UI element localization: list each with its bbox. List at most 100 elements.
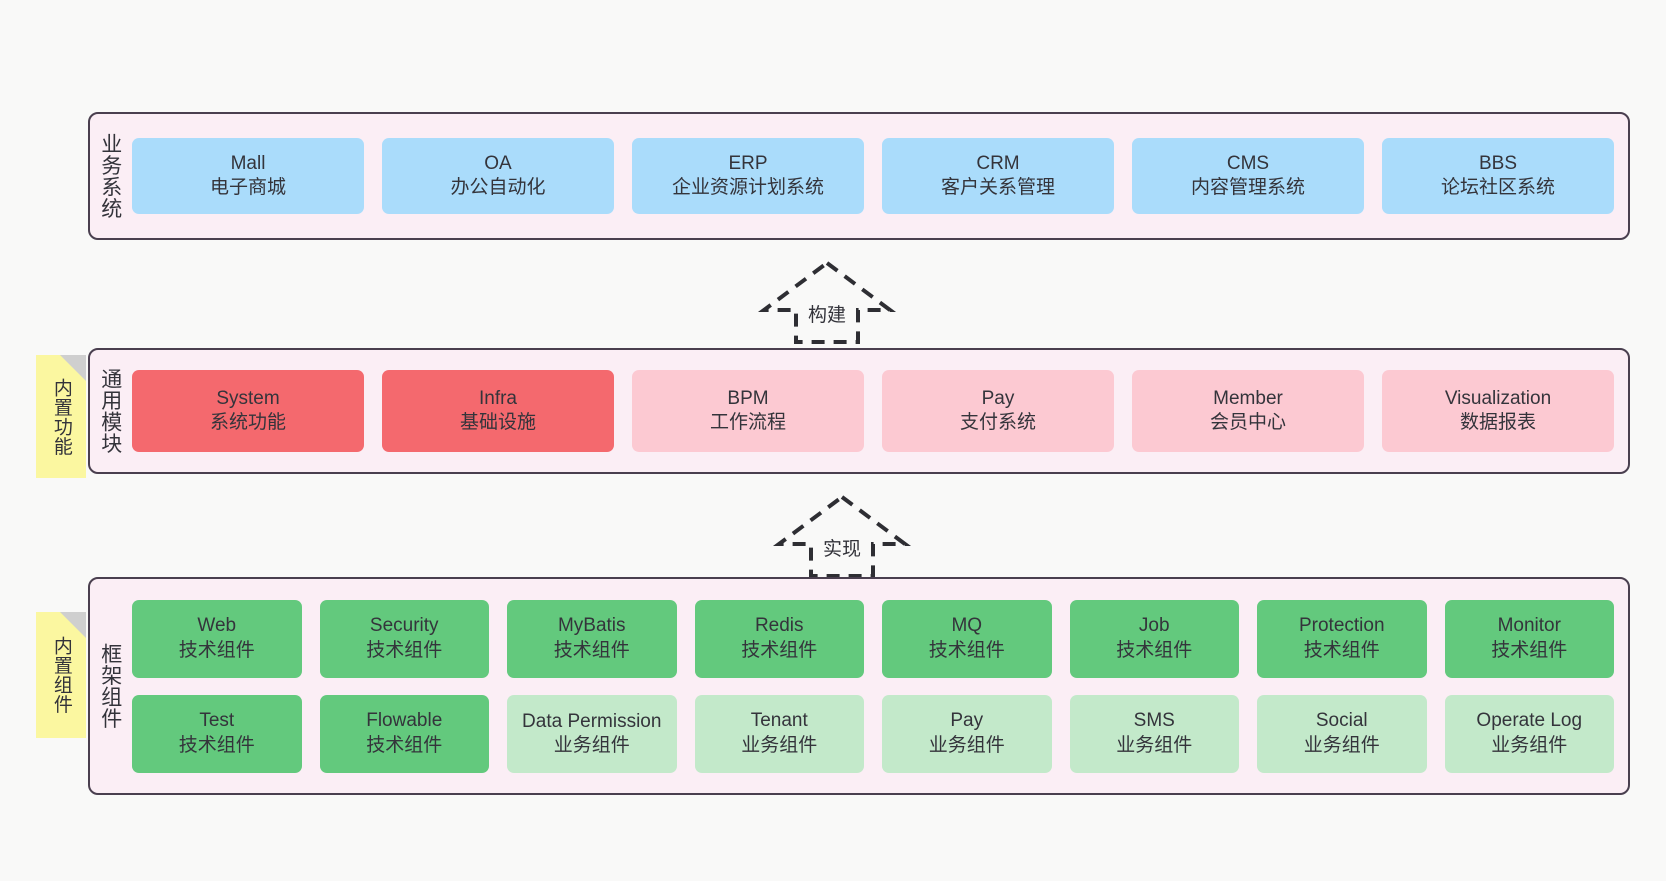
card-title: Pay [950,710,984,732]
implement-arrow: 实现 [772,492,912,580]
card-title: Monitor [1497,615,1561,637]
card-pay[interactable]: Pay 支付系统 [882,370,1114,452]
card-subtitle: 电子商城 [209,177,286,198]
card-title: Redis [754,615,804,637]
card-subtitle: 内容管理系统 [1190,177,1305,198]
card-subtitle: 工作流程 [709,412,786,433]
card-subtitle: 技术组件 [366,639,443,661]
card-system[interactable]: System 系统功能 [132,370,364,452]
card-title: Visualization [1444,387,1552,409]
card-title: Test [199,710,235,732]
card-subtitle: 业务组件 [1491,734,1568,756]
sticky-note-builtin-features: 内置功能 [36,355,86,478]
card-title: CRM [976,152,1020,174]
card-row: System 系统功能 Infra 基础设施 BPM 工作流程 Pay 支付系统… [132,370,1614,452]
card-row: Mall 电子商城 OA 办公自动化 ERP 企业资源计划系统 CRM 客户关系… [132,138,1614,214]
card-subtitle: 业务组件 [553,734,630,756]
card-subtitle: 支付系统 [959,412,1036,433]
card-title: ERP [728,152,768,174]
card-subtitle: 技术组件 [928,639,1005,661]
card-flowable[interactable]: Flowable 技术组件 [319,694,489,773]
card-subtitle: 客户关系管理 [940,177,1055,198]
section-title-business-systems: 业务系统 [98,133,122,219]
sticky-note-label: 内置功能 [50,377,72,456]
section-business-systems: 业务系统 Mall 电子商城 OA 办公自动化 ERP 企业资源计划系统 CRM… [88,112,1630,240]
card-subtitle: 数据报表 [1459,412,1536,433]
card-title: Operate Log [1476,710,1583,732]
card-mq[interactable]: MQ 技术组件 [882,599,1052,678]
section-body-common-modules: System 系统功能 Infra 基础设施 BPM 工作流程 Pay 支付系统… [130,350,1628,472]
card-erp[interactable]: ERP 企业资源计划系统 [632,138,864,214]
card-title: Flowable [366,710,443,732]
card-subtitle: 办公自动化 [450,177,546,198]
card-title: Job [1138,615,1170,637]
card-title: CMS [1226,152,1270,174]
card-tenant[interactable]: Tenant 业务组件 [694,694,864,773]
card-data-permission[interactable]: Data Permission 业务组件 [507,694,677,773]
card-operate-log[interactable]: Operate Log 业务组件 [1444,694,1614,773]
card-subtitle: 技术组件 [741,639,818,661]
card-row: Test 技术组件 Flowable 技术组件 Data Permission … [132,694,1614,773]
card-cms[interactable]: CMS 内容管理系统 [1132,138,1364,214]
folded-corner-icon [60,612,86,638]
sticky-note-label: 内置组件 [50,636,72,714]
folded-corner-icon [60,355,86,381]
card-mybatis[interactable]: MyBatis 技术组件 [507,599,677,678]
card-subtitle: 论坛社区系统 [1440,177,1555,198]
card-subtitle: 技术组件 [1491,639,1568,661]
card-subtitle: 技术组件 [1116,639,1193,661]
card-title: OA [484,152,512,174]
card-job[interactable]: Job 技术组件 [1069,599,1239,678]
card-title: Data Permission [522,711,662,733]
card-infra[interactable]: Infra 基础设施 [382,370,614,452]
build-arrow-label: 构建 [807,305,846,326]
card-social[interactable]: Social 业务组件 [1257,694,1427,773]
card-security[interactable]: Security 技术组件 [319,599,489,678]
card-title: MQ [951,615,983,637]
card-subtitle: 技术组件 [553,639,630,661]
card-crm[interactable]: CRM 客户关系管理 [882,138,1114,214]
card-test[interactable]: Test 技术组件 [132,694,302,773]
section-body-framework-components: Web 技术组件 Security 技术组件 MyBatis 技术组件 Redi… [130,579,1628,793]
card-subtitle: 业务组件 [1116,734,1193,756]
card-web[interactable]: Web 技术组件 [132,599,302,678]
card-mall[interactable]: Mall 电子商城 [132,138,364,214]
card-subtitle: 企业资源计划系统 [671,177,824,198]
card-redis[interactable]: Redis 技术组件 [694,599,864,678]
card-title: BBS [1478,152,1518,174]
card-title: Pay [981,387,1015,409]
card-subtitle: 技术组件 [178,639,255,661]
card-title: Mall [230,152,266,174]
card-subtitle: 技术组件 [1303,639,1380,661]
section-body-business-systems: Mall 电子商城 OA 办公自动化 ERP 企业资源计划系统 CRM 客户关系… [130,114,1628,238]
card-subtitle: 业务组件 [741,734,818,756]
card-subtitle: 技术组件 [178,734,255,756]
card-title: Tenant [750,710,808,732]
card-title: Security [369,615,439,637]
card-oa[interactable]: OA 办公自动化 [382,138,614,214]
section-common-modules: 通用模块 System 系统功能 Infra 基础设施 BPM 工作流程 Pay… [88,348,1630,474]
card-subtitle: 业务组件 [928,734,1005,756]
build-arrow: 构建 [757,258,897,346]
card-protection[interactable]: Protection 技术组件 [1257,599,1427,678]
card-title: SMS [1133,710,1175,732]
card-row: Web 技术组件 Security 技术组件 MyBatis 技术组件 Redi… [132,599,1614,678]
card-title: BPM [727,387,769,409]
card-member[interactable]: Member 会员中心 [1132,370,1364,452]
card-title: Social [1315,710,1368,732]
card-title: Protection [1298,615,1385,637]
card-bbs[interactable]: BBS 论坛社区系统 [1382,138,1614,214]
card-subtitle: 会员中心 [1209,412,1286,433]
card-subtitle: 基础设施 [459,412,536,433]
implement-arrow-label: 实现 [822,539,861,560]
card-subtitle: 业务组件 [1303,734,1380,756]
card-title: System [216,387,280,409]
card-bpm[interactable]: BPM 工作流程 [632,370,864,452]
card-visualization[interactable]: Visualization 数据报表 [1382,370,1614,452]
card-monitor[interactable]: Monitor 技术组件 [1444,599,1614,678]
card-pay-component[interactable]: Pay 业务组件 [882,694,1052,773]
card-title: Infra [478,387,518,409]
card-subtitle: 系统功能 [209,412,286,433]
card-sms[interactable]: SMS 业务组件 [1069,694,1239,773]
